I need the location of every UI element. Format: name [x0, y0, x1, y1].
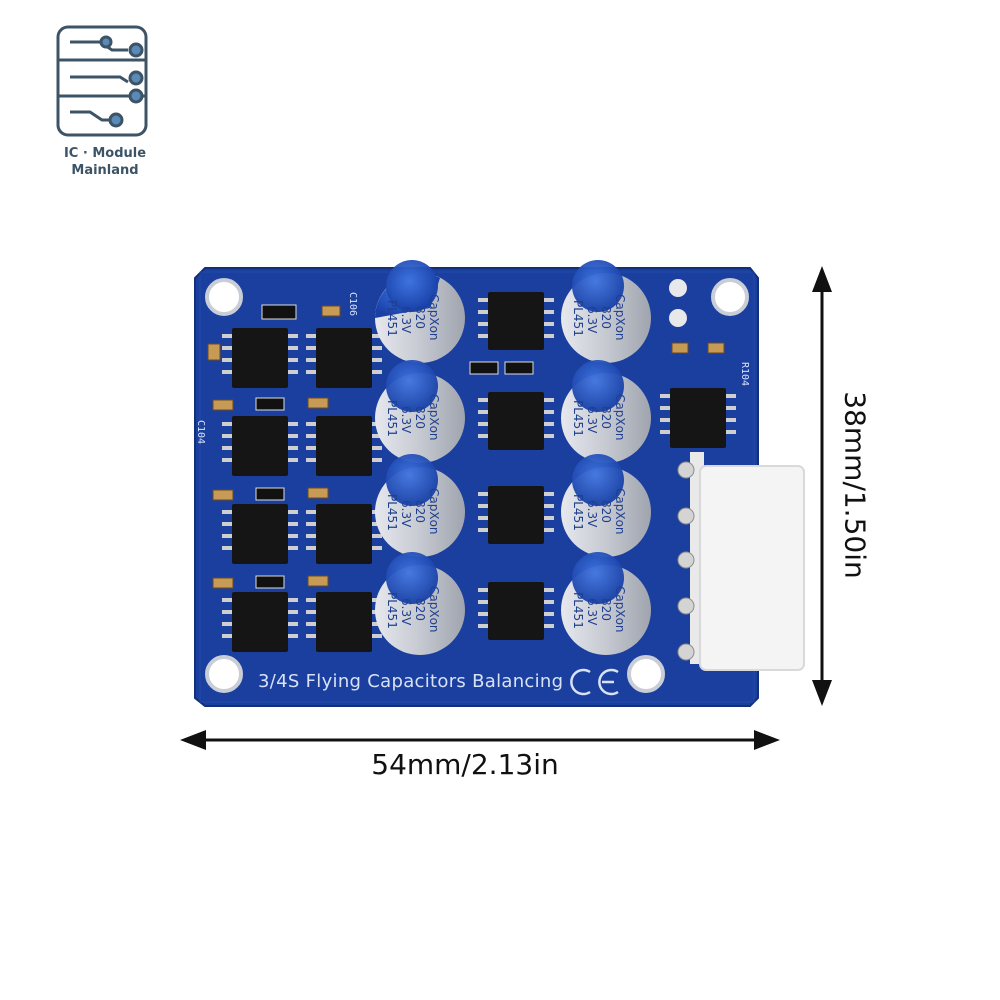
- svg-text:C106: C106: [347, 292, 358, 316]
- svg-text:PL451: PL451: [385, 592, 399, 629]
- svg-text:CapXon: CapXon: [427, 294, 441, 341]
- svg-text:CapXon: CapXon: [613, 394, 627, 441]
- svg-text:CapXon: CapXon: [613, 586, 627, 633]
- svg-text:CapXon: CapXon: [427, 488, 441, 535]
- svg-text:820: 820: [413, 406, 427, 429]
- svg-text:6.3V: 6.3V: [585, 306, 599, 334]
- svg-text:6.3V: 6.3V: [585, 500, 599, 528]
- svg-text:PL451: PL451: [571, 592, 585, 629]
- svg-text:6.3V: 6.3V: [585, 406, 599, 434]
- svg-text:820: 820: [599, 406, 613, 429]
- svg-text:PL451: PL451: [385, 400, 399, 437]
- svg-text:CapXon: CapXon: [427, 394, 441, 441]
- svg-text:PL451: PL451: [385, 300, 399, 337]
- height-dimension-label: 38mm/1.50in: [838, 391, 872, 579]
- svg-text:820: 820: [413, 598, 427, 621]
- svg-text:820: 820: [599, 598, 613, 621]
- svg-text:820: 820: [599, 306, 613, 329]
- svg-text:PL451: PL451: [571, 300, 585, 337]
- ic-chips: [222, 292, 736, 652]
- ce-mark: [570, 668, 619, 696]
- svg-text:6.3V: 6.3V: [399, 306, 413, 334]
- svg-text:820: 820: [413, 306, 427, 329]
- svg-text:CapXon: CapXon: [427, 586, 441, 633]
- circuit-icon: [56, 25, 148, 137]
- brand-name-line2: Mainland: [71, 163, 139, 178]
- brand-name-line1: IC · Module: [63, 146, 147, 161]
- svg-text:PL451: PL451: [385, 494, 399, 531]
- svg-text:C104: C104: [195, 420, 206, 444]
- svg-text:PL451: PL451: [571, 400, 585, 437]
- width-dimension-label: 54mm/2.13in: [371, 748, 559, 781]
- svg-text:820: 820: [599, 500, 613, 523]
- capacitors: [375, 260, 651, 655]
- mounting-holes: [205, 278, 749, 693]
- svg-text:6.3V: 6.3V: [399, 598, 413, 626]
- dimension-arrows: [180, 266, 832, 750]
- svg-text:820: 820: [413, 500, 427, 523]
- svg-text:6.3V: 6.3V: [399, 500, 413, 528]
- pcb-silkscreen-title: 3/4S Flying Capacitors Balancing: [258, 671, 564, 692]
- svg-text:CapXon: CapXon: [613, 294, 627, 341]
- brand-logo: [56, 25, 148, 137]
- svg-text:PL451: PL451: [571, 494, 585, 531]
- svg-text:6.3V: 6.3V: [399, 406, 413, 434]
- svg-text:6.3V: 6.3V: [585, 598, 599, 626]
- svg-text:CapXon: CapXon: [613, 488, 627, 535]
- balance-connector: [677, 452, 805, 671]
- svg-text:R104: R104: [739, 362, 750, 386]
